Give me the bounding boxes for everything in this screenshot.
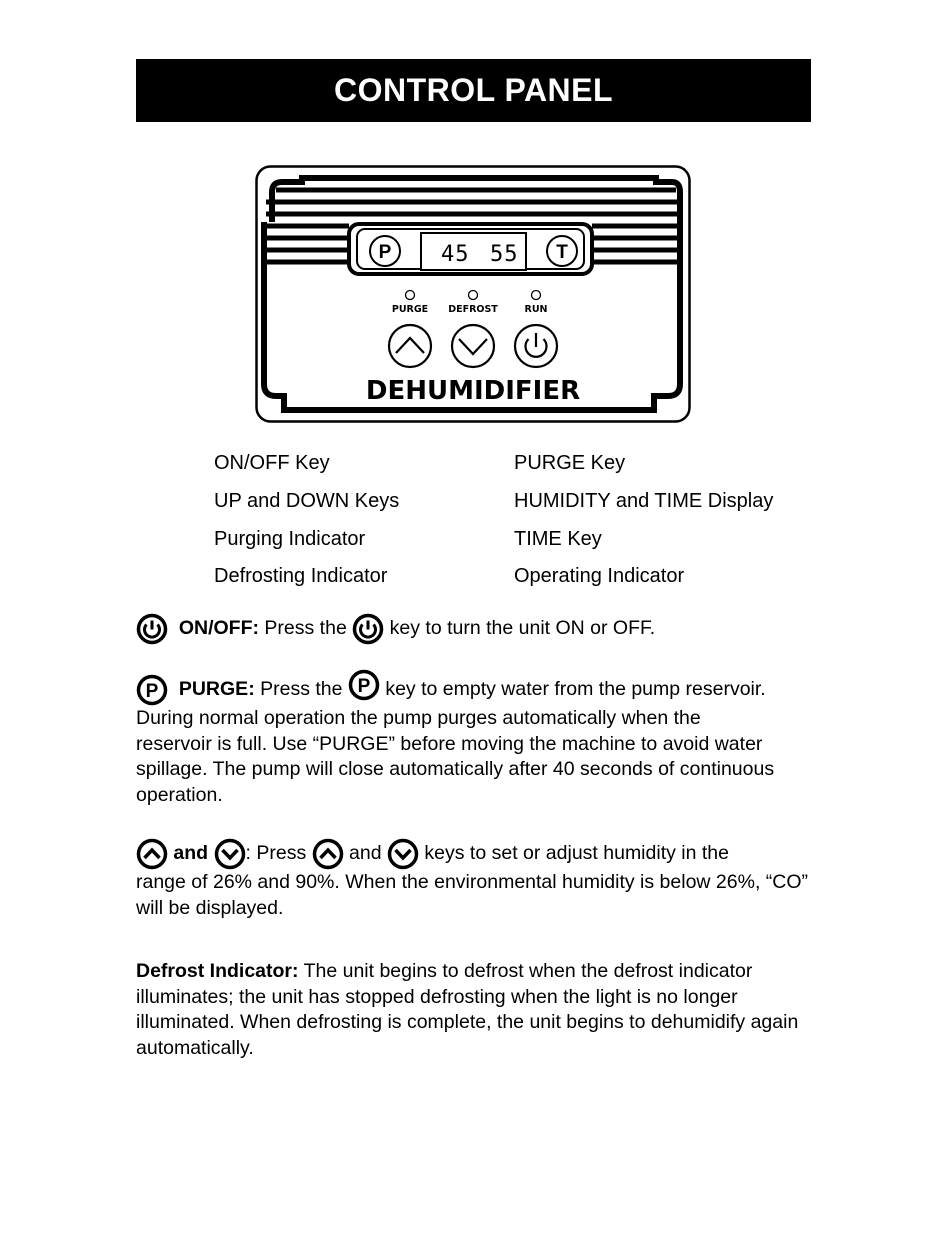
purge-text-pre: Press the <box>254 678 348 701</box>
legend-purge-key: PURGE Key <box>514 452 626 474</box>
purge-section: P PURGE: Press the P key to empty water … <box>136 669 826 808</box>
purge-p-icon: P <box>136 674 168 706</box>
power-icon <box>352 613 384 645</box>
legend-operating-indicator: Operating Indicator <box>514 565 685 587</box>
defrost-body: The unit begins to defrost when the defr… <box>136 960 799 1059</box>
lcd-display <box>420 232 527 271</box>
updown-text-mid: and <box>343 842 387 865</box>
defrost-title: Defrost Indicator: <box>136 960 299 982</box>
time-key[interactable]: T <box>546 235 578 267</box>
power-key[interactable] <box>513 323 559 369</box>
purge-body: During normal operation the pump purges … <box>136 707 775 806</box>
brand-label: DEHUMIDIFIER <box>366 376 580 406</box>
onoff-text-post: key to turn the unit ON or OFF. <box>384 617 656 640</box>
run-indicator-label: RUN <box>525 304 548 315</box>
svg-text:P: P <box>358 676 371 697</box>
up-key[interactable] <box>387 323 433 369</box>
updown-text-post: keys to set or adjust humidity in the <box>419 842 729 865</box>
up-arrow-icon <box>136 838 168 870</box>
run-indicator: RUN <box>525 289 548 315</box>
onoff-title: ON/OFF: <box>178 617 259 640</box>
onoff-section: ON/OFF: Press the key to turn the unit O… <box>136 613 826 645</box>
purge-text-post: key to empty water from the pump reservo… <box>379 678 766 701</box>
legend-defrosting-indicator: Defrosting Indicator <box>214 565 388 587</box>
purge-indicator-label: PURGE <box>392 304 428 315</box>
onoff-text-pre: Press the <box>259 617 353 640</box>
humidity-readout: 45 <box>441 242 470 267</box>
legend-time-key: TIME Key <box>514 528 602 550</box>
purge-key[interactable]: P <box>369 235 401 267</box>
time-readout: 55 <box>490 242 519 267</box>
updown-text-pre: : Press <box>245 842 312 865</box>
updown-title-and: and <box>173 842 209 865</box>
purge-indicator: PURGE <box>392 289 428 315</box>
down-key[interactable] <box>450 323 496 369</box>
updown-body: range of 26% and 90%. When the environme… <box>136 871 809 919</box>
power-icon <box>136 613 168 645</box>
down-arrow-icon <box>387 838 419 870</box>
legend-purging-indicator: Purging Indicator <box>214 528 366 550</box>
legend-up-down-keys: UP and DOWN Keys <box>214 490 400 512</box>
time-key-label: T <box>556 242 568 263</box>
page-title: CONTROL PANEL <box>136 59 811 122</box>
updown-section: and : Press and keys to set or adjust hu… <box>136 838 826 921</box>
down-arrow-icon <box>458 338 488 356</box>
purge-title: PURGE: <box>178 678 255 701</box>
svg-text:P: P <box>146 681 159 702</box>
down-arrow-icon <box>214 838 246 870</box>
purge-key-label: P <box>379 242 392 263</box>
control-panel-illustration: P 45 55 T PURGE DEFROST RUN DEHUMIDIFIER <box>255 165 691 423</box>
defrost-indicator: DEFROST <box>448 289 498 315</box>
legend-display: HUMIDITY and TIME Display <box>514 490 774 512</box>
up-arrow-icon <box>312 838 344 870</box>
defrost-section: Defrost Indicator: The unit begins to de… <box>136 959 806 1061</box>
defrost-indicator-label: DEFROST <box>448 304 498 315</box>
purge-p-icon: P <box>348 669 380 701</box>
power-icon <box>524 333 548 358</box>
up-arrow-icon <box>395 336 425 354</box>
legend-onoff-key: ON/OFF Key <box>214 452 330 474</box>
